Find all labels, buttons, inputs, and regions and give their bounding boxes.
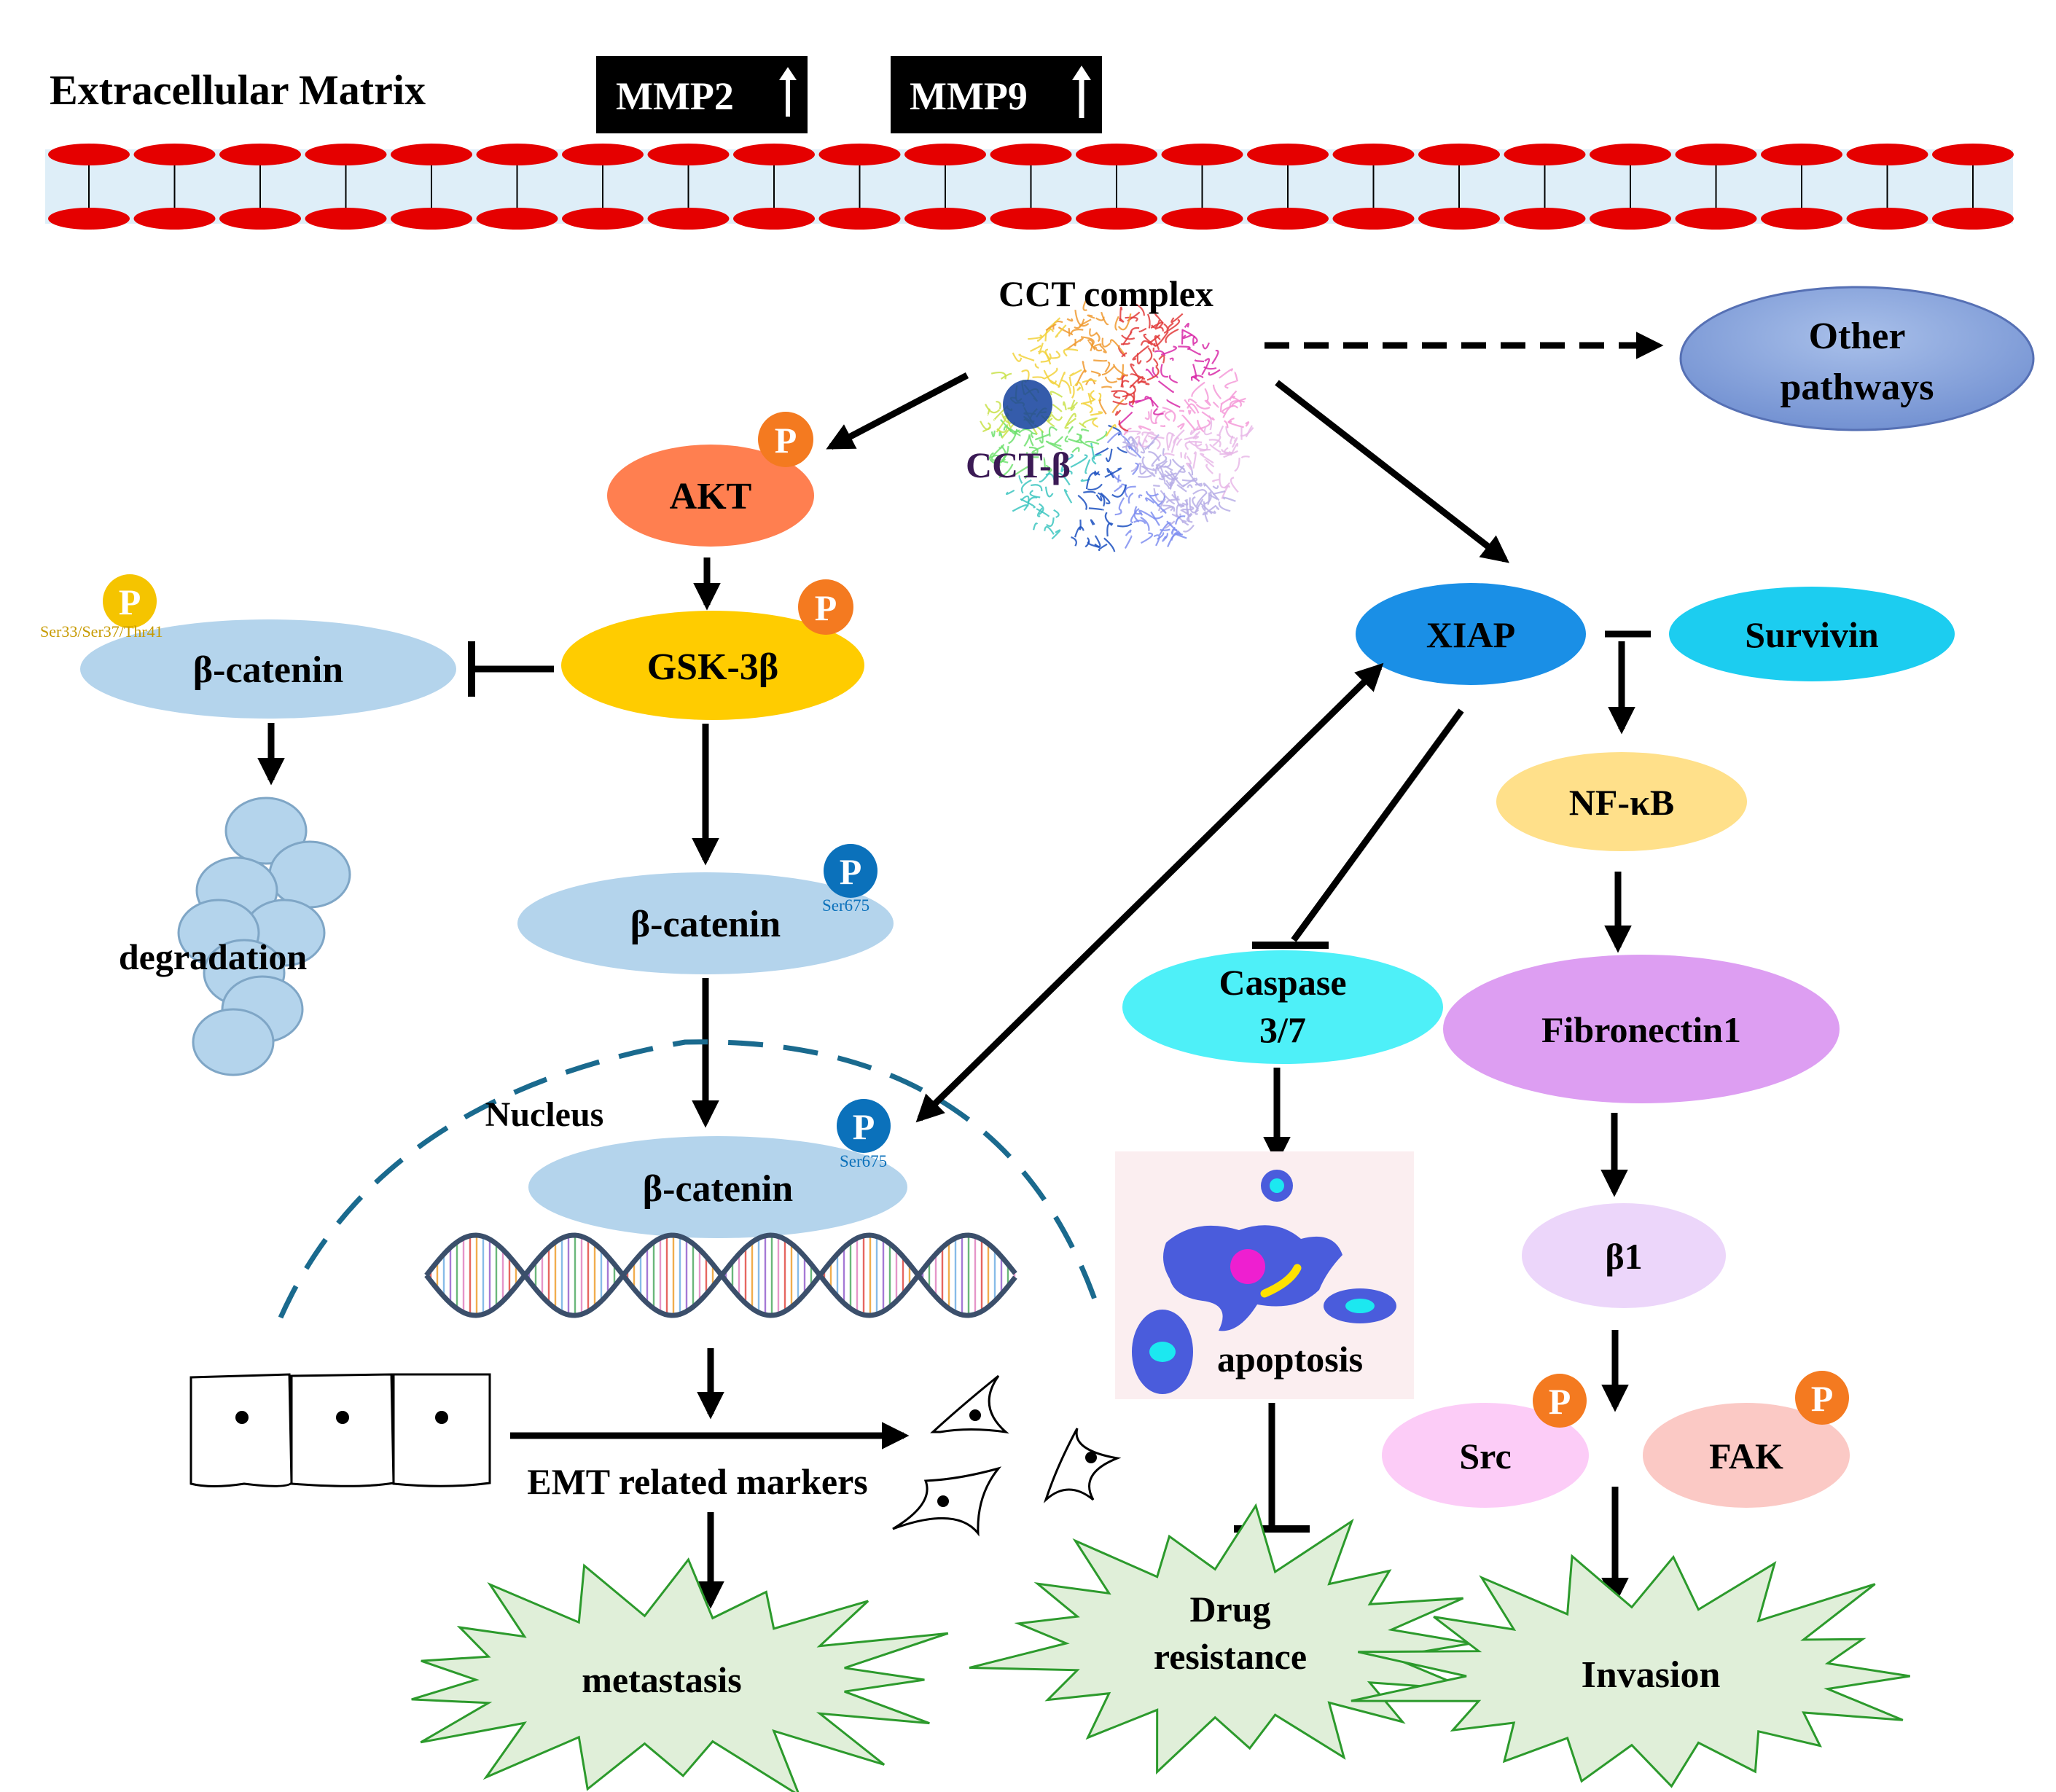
- node-bcat-phospho-degradation: β-catenin: [80, 619, 456, 719]
- arrow-cct-to-akt: [826, 372, 969, 450]
- nfkb-label: NF-κB: [1569, 782, 1674, 823]
- burst-shape-invasion: [1351, 1554, 1910, 1788]
- akt-p-label: P: [775, 420, 797, 461]
- burst-shape-metastasis: [411, 1557, 949, 1792]
- src-phospho-badge: P: [1533, 1374, 1587, 1428]
- src-p-label: P: [1549, 1381, 1571, 1422]
- node-xiap: XIAP: [1356, 583, 1586, 685]
- mmp2-label: MMP2: [616, 74, 734, 118]
- node-fibronectin1: Fibronectin1: [1443, 955, 1840, 1103]
- apoptosis-label: apoptosis: [1217, 1339, 1363, 1380]
- cct-beta-label: CCT-β: [966, 445, 1071, 485]
- node-gsk3b: GSK-3β: [561, 611, 864, 720]
- survivin-label: Survivin: [1745, 614, 1879, 655]
- beta1-label: β1: [1605, 1236, 1642, 1277]
- bcat-cyto-site: Ser675: [822, 896, 869, 915]
- gsk3b-label: GSK-3β: [647, 646, 779, 688]
- fak-p-label: P: [1811, 1378, 1834, 1419]
- gsk-phospho-badge: P: [798, 579, 853, 635]
- epithelial-cells-icon: [189, 1373, 491, 1487]
- apoptosis-illustration-icon: [1115, 1151, 1414, 1399]
- fak-phospho-badge: P: [1795, 1371, 1849, 1425]
- invasion-label: Invasion: [1582, 1654, 1721, 1696]
- outcome-invasion: Invasion: [1351, 1554, 1910, 1788]
- emt-label: EMT related markers: [527, 1461, 868, 1502]
- node-fak: FAK: [1643, 1403, 1850, 1508]
- cct-ribbon-icon: [980, 295, 1254, 552]
- arrow-cct-to-xiap: [1275, 380, 1509, 563]
- metastasis-label: metastasis: [582, 1659, 741, 1700]
- bcat-nuclear-label: β-catenin: [643, 1168, 794, 1210]
- outcome-metastasis: metastasis: [411, 1557, 949, 1792]
- node-other-pathways: Other pathways: [1679, 286, 2035, 431]
- node-bcat-cytoplasm: β-catenin: [517, 872, 894, 974]
- node-caspase-3-7: Caspase 3/7: [1122, 950, 1443, 1064]
- cct-complex-title: CCT complex: [998, 273, 1213, 314]
- inhibit-xiap-to-caspase: [1291, 708, 1464, 942]
- drug-resistance-line1: Drug: [1189, 1589, 1270, 1629]
- bcat-degraded-label: β-catenin: [193, 649, 344, 691]
- xiap-label: XIAP: [1426, 614, 1515, 655]
- degradation-label: degradation: [119, 936, 308, 977]
- cct-complex-structure: CCT complex CCT-β: [966, 273, 1254, 552]
- mmp2-badge: MMP2: [596, 56, 808, 133]
- bcat-ser33-site: Ser33/Ser37/Thr41: [40, 622, 163, 641]
- other-pathways-line2: pathways: [1781, 367, 1934, 408]
- outcome-drug-resistance: Drug resistance: [969, 1503, 1472, 1775]
- akt-label: AKT: [670, 476, 752, 517]
- mmp9-badge: MMP9: [891, 56, 1102, 133]
- ecm-label: Extracellular Matrix: [50, 66, 426, 114]
- degradation-cluster-icon: [177, 797, 351, 1076]
- drug-resistance-line2: resistance: [1154, 1636, 1307, 1677]
- burst-shape-drug: [969, 1503, 1472, 1775]
- nucleus-label: Nucleus: [485, 1095, 604, 1134]
- mesenchymal-cells-icon: [892, 1374, 1122, 1537]
- bcat-nuclear-site: Ser675: [840, 1152, 887, 1170]
- node-bcat-nuclear: β-catenin: [528, 1136, 907, 1238]
- fibronectin-label: Fibronectin1: [1541, 1009, 1741, 1050]
- arrow-xiap-bcat-bidirectional: [915, 662, 1384, 1123]
- caspase-line1: Caspase: [1219, 962, 1346, 1003]
- bcat-ser33-phospho-badge: P Ser33/Ser37/Thr41: [40, 574, 163, 641]
- nucleus-envelope: [278, 1039, 1102, 1319]
- bcat-nuclear-phospho-badge: P Ser675: [837, 1099, 891, 1170]
- node-src: Src: [1382, 1403, 1589, 1508]
- gsk-p-label: P: [815, 587, 837, 628]
- bcat-cyto-p-label: P: [840, 851, 862, 892]
- bcat-nuclear-p-label: P: [853, 1106, 875, 1147]
- node-survivin: Survivin: [1669, 587, 1955, 681]
- dna-helix-icon: [424, 1232, 1017, 1318]
- akt-phospho-badge: P: [758, 412, 813, 467]
- node-nfkb: NF-κB: [1496, 752, 1747, 851]
- fak-label: FAK: [1709, 1436, 1783, 1476]
- bcat-ser675-phospho-badge: P Ser675: [822, 844, 877, 915]
- caspase-line2: 3/7: [1259, 1009, 1306, 1050]
- other-pathways-line1: Other: [1809, 316, 1906, 357]
- node-beta1: β1: [1522, 1203, 1726, 1308]
- bcat-cyto-label: β-catenin: [630, 904, 781, 945]
- membrane-lipids: [48, 144, 2014, 230]
- src-label: Src: [1459, 1436, 1511, 1476]
- mmp9-label: MMP9: [910, 74, 1028, 118]
- bcat-ser33-p-label: P: [119, 582, 141, 622]
- node-akt: AKT: [607, 445, 814, 547]
- cell-membrane: [45, 144, 2014, 230]
